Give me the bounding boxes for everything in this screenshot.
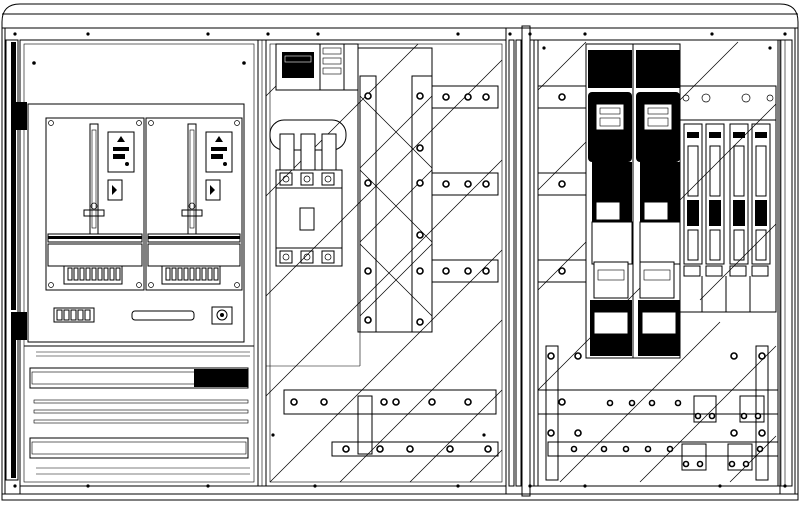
meter-board	[27, 103, 245, 343]
base-plinth	[19, 485, 781, 495]
main-circuit-breaker	[266, 90, 361, 367]
din-rail-2	[29, 437, 249, 459]
fuse-switch-disconnector	[585, 43, 681, 359]
din-rail-zone	[24, 345, 275, 475]
lower-busbars-middle	[283, 389, 499, 457]
door-handle-bar	[131, 310, 195, 321]
top-bolts	[13, 32, 787, 36]
small-terminal-block	[53, 307, 95, 323]
left-compartment	[19, 39, 275, 487]
busbar-frame	[357, 47, 433, 333]
controller-unit	[275, 43, 359, 91]
lower-busbars-right	[537, 389, 779, 471]
divider-1	[257, 39, 267, 487]
divider-2	[505, 25, 531, 497]
right-compartment	[529, 39, 793, 487]
energy-meter-1	[45, 117, 145, 291]
energy-meter-2	[145, 117, 243, 291]
nh-fuse-rail	[679, 85, 777, 313]
horizontal-busbars-middle	[431, 85, 499, 283]
middle-compartment	[265, 39, 507, 487]
left-side-rail	[5, 39, 27, 481]
round-indicator	[211, 306, 233, 325]
